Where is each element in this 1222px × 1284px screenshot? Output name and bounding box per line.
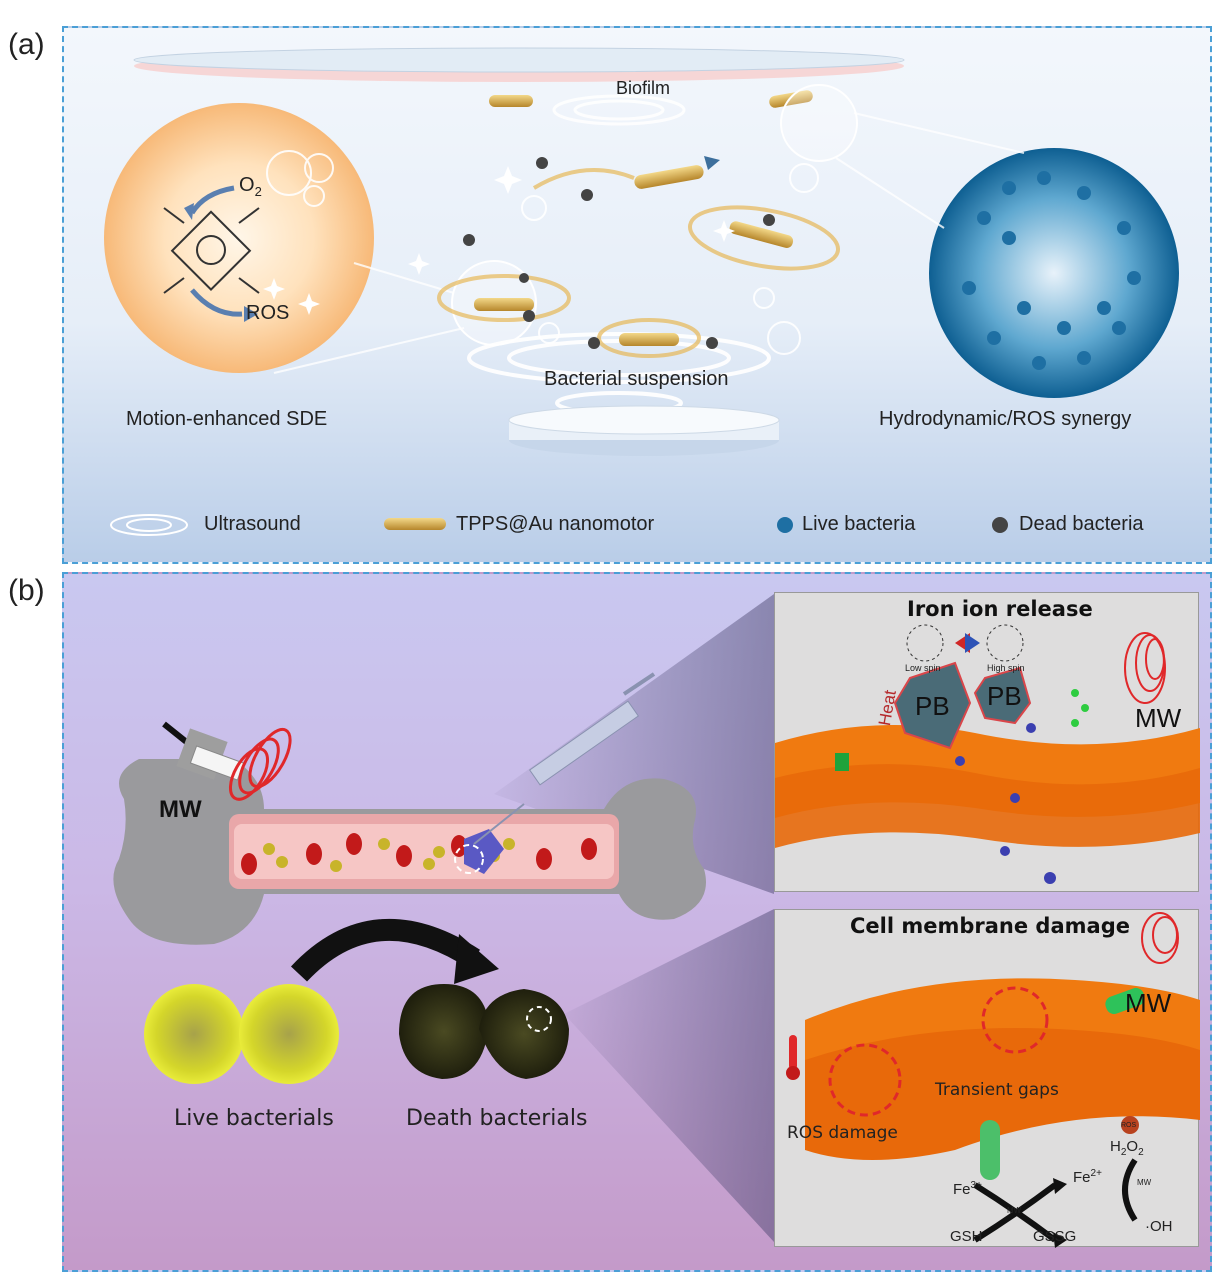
synergy-sphere <box>929 148 1179 398</box>
membrane-layers <box>805 978 1200 1160</box>
sparkle-icon <box>263 166 735 315</box>
legend-dead-label: Dead bacteria <box>1019 513 1144 535</box>
membrane-damage-inset: Cell membrane damage MW Transient gaps R… <box>774 909 1200 1248</box>
membrane-damage-title: Cell membrane damage <box>850 914 1130 938</box>
iron-ion-icon <box>955 723 1056 884</box>
h2o2-label: H2O2 <box>1110 1138 1144 1158</box>
pb-label-2: PB <box>987 681 1022 711</box>
legend-ultrasound-icon <box>110 514 188 536</box>
biofilm-label: Biofilm <box>616 78 671 98</box>
panel-b-label: (b) <box>8 574 45 607</box>
porphyrin-molecule-icon <box>163 207 260 294</box>
mw-transducer-icon <box>162 721 245 781</box>
thermometer-icon <box>786 1035 800 1080</box>
molecule-icon <box>835 689 1089 771</box>
mw-iron-label: MW <box>1135 703 1182 733</box>
synergy-label: Hydrodynamic/ROS synergy <box>879 408 1132 430</box>
motion-trails <box>437 168 841 358</box>
gssg-label: GSSG <box>1033 1228 1077 1245</box>
legend-live-label: Live bacteria <box>802 513 916 535</box>
legend-nanomotor-label: TPPS@Au nanomotor <box>456 513 655 535</box>
live-bacterials-label: Live bacterials <box>174 1106 334 1131</box>
low-spin-label: Low spin <box>905 663 941 673</box>
legend-dead-bacteria-icon <box>992 517 1008 533</box>
legend-nanomotor-icon <box>384 518 446 530</box>
o2-label: O2 <box>239 174 262 199</box>
high-spin-label: High spin <box>987 663 1025 673</box>
motion-enhanced-label: Motion-enhanced SDE <box>126 408 328 430</box>
iron-release-inset: Iron ion release Low spin High spin Heat… <box>774 592 1200 892</box>
ultrasound-rings-top <box>552 94 686 126</box>
curved-arrow-icon <box>290 918 480 982</box>
fe3-label: Fe3+ <box>953 1180 982 1198</box>
transducer-stage <box>508 405 780 456</box>
live-bacteria-icon <box>144 984 339 1084</box>
panel-a-label: (a) <box>8 28 45 61</box>
gsh-label: GSH <box>950 1228 983 1245</box>
legend-ultrasound-label: Ultrasound <box>204 513 301 535</box>
ros-damage-label: ROS damage <box>787 1123 898 1143</box>
dead-bacteria-icon <box>463 157 775 349</box>
bubbles <box>266 150 819 355</box>
iron-release-title: Iron ion release <box>907 597 1093 621</box>
blood-cell-icon <box>241 833 597 875</box>
transient-gap-circle <box>981 986 1049 1054</box>
membrane-layers <box>775 725 1200 848</box>
oh-label: ·OH <box>1145 1218 1173 1235</box>
ros-small-label: ROS <box>1121 1122 1137 1129</box>
mw-small-label-2: MW <box>1137 1178 1152 1187</box>
mw-small-label-1: MW <box>1007 1206 1022 1215</box>
live-bacteria-icon <box>962 171 1141 370</box>
ros-damage-circle <box>828 1043 902 1117</box>
molecule-icon <box>1105 987 1145 1015</box>
zoom-bubble <box>780 84 858 162</box>
curved-arrow-icon <box>189 185 235 215</box>
pb-particle-icon <box>464 829 504 874</box>
mw-coil-icon <box>1141 912 1179 964</box>
channel-icon <box>980 1120 1000 1180</box>
mw-coil-icon <box>228 727 292 801</box>
dead-bacteria-icon <box>399 984 569 1079</box>
mw-membrane-label: MW <box>1125 988 1172 1018</box>
biofilm-plate <box>133 47 905 82</box>
cycle-arrows-icon <box>973 1158 1138 1243</box>
panel-a-illustration <box>104 47 1179 536</box>
mw-coil-icon <box>1124 632 1166 704</box>
bacterial-suspension-label: Bacterial suspension <box>544 368 729 390</box>
curved-arrow-icon <box>190 288 243 317</box>
death-bacterials-label: Death bacterials <box>406 1106 588 1131</box>
syringe-icon <box>473 672 656 845</box>
pb-label-1: PB <box>915 691 950 721</box>
panel-a: Biofilm O2 ROS Motion-enhanced SDE Bacte… <box>62 26 1212 564</box>
ultrasound-rings-bottom <box>467 332 771 415</box>
bacteria-dot-icon <box>263 838 515 872</box>
legend-live-bacteria-icon <box>777 517 793 533</box>
mw-left-label: MW <box>159 796 202 823</box>
zoom-fan <box>564 909 774 1242</box>
pb-cube-icon <box>893 661 1032 750</box>
sde-sphere <box>104 103 374 373</box>
panel-b: MW Live bacterials Death bacterials <box>62 572 1212 1272</box>
ros-label: ROS <box>246 302 290 324</box>
fe2-label: Fe2+ <box>1073 1168 1102 1186</box>
ros-particle-icon <box>1121 1116 1139 1134</box>
transient-gaps-label: Transient gaps <box>935 1080 1059 1100</box>
panel-b-illustration <box>113 594 774 1242</box>
